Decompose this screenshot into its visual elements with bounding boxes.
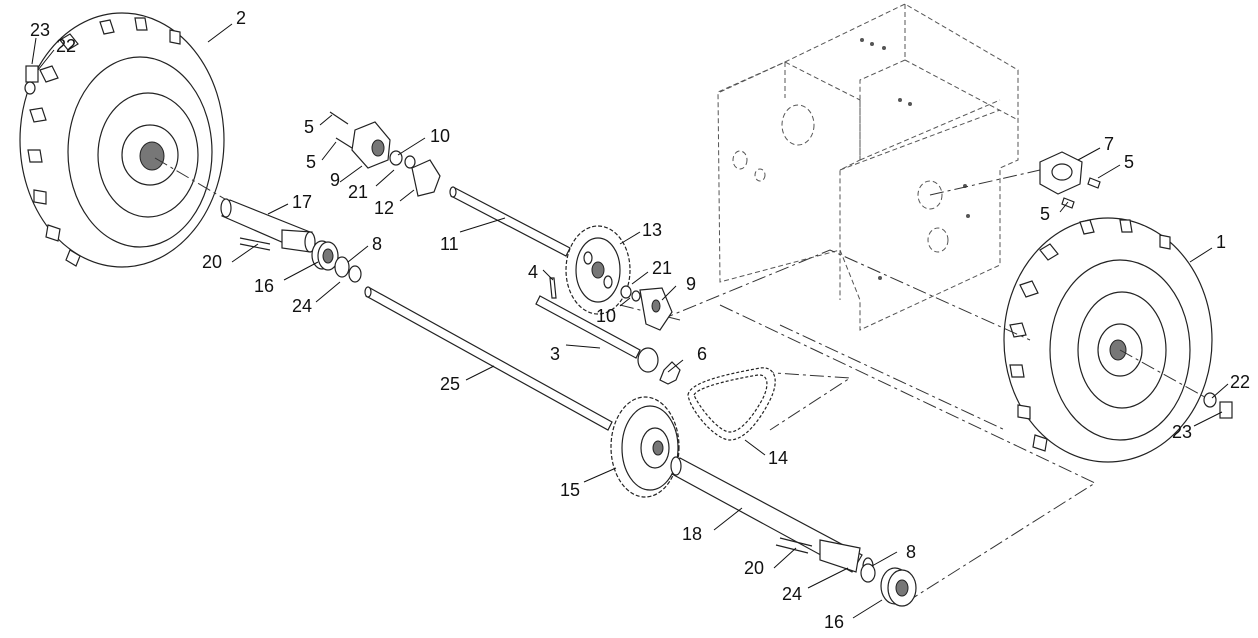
right-axle bbox=[670, 456, 863, 573]
callout-22a: 22 bbox=[56, 36, 76, 56]
upper-shaft bbox=[449, 186, 571, 257]
sprocket bbox=[565, 225, 631, 315]
left-bushing-set bbox=[311, 240, 362, 283]
callout-8b: 8 bbox=[906, 542, 916, 562]
callout-5a: 5 bbox=[304, 117, 314, 137]
callout-10b: 10 bbox=[596, 306, 616, 326]
callout-24a: 24 bbox=[292, 296, 312, 316]
callout-5b: 5 bbox=[306, 152, 316, 172]
callout-8a: 8 bbox=[372, 234, 382, 254]
gearbox-housing bbox=[717, 3, 1019, 331]
right-wheel-retainer bbox=[1203, 392, 1233, 419]
callout-3: 3 bbox=[550, 344, 560, 364]
callout-23b: 23 bbox=[1172, 422, 1192, 442]
left-wheel-retainer bbox=[24, 65, 39, 95]
callout-9b: 9 bbox=[686, 274, 696, 294]
callout-5d: 5 bbox=[1040, 204, 1050, 224]
callout-9a: 9 bbox=[330, 170, 340, 190]
callout-11: 11 bbox=[440, 234, 459, 254]
callout-10a: 10 bbox=[430, 126, 450, 146]
cover-plate bbox=[1039, 151, 1101, 209]
callout-18: 18 bbox=[682, 524, 702, 544]
callout-14: 14 bbox=[768, 448, 788, 468]
callout-labels: 1 2 3 4 5 5 5 5 6 7 8 8 9 9 10 10 11 12 … bbox=[30, 8, 1250, 632]
callout-7: 7 bbox=[1104, 134, 1114, 154]
callout-21a: 21 bbox=[348, 182, 368, 202]
callout-2: 2 bbox=[236, 8, 246, 28]
callout-17: 17 bbox=[292, 192, 312, 212]
callout-16b: 16 bbox=[824, 612, 844, 632]
bearing-flange-right bbox=[620, 285, 673, 331]
callout-25: 25 bbox=[440, 374, 460, 394]
left-axle bbox=[220, 198, 316, 253]
drive-chain bbox=[687, 367, 776, 441]
callout-6: 6 bbox=[697, 344, 707, 364]
callout-12: 12 bbox=[374, 198, 394, 218]
callout-15: 15 bbox=[560, 480, 580, 500]
callout-21b: 21 bbox=[652, 258, 672, 278]
large-gear bbox=[610, 396, 680, 498]
left-wheel bbox=[19, 12, 225, 268]
callout-16a: 16 bbox=[254, 276, 274, 296]
long-shaft bbox=[364, 286, 613, 431]
callout-5c: 5 bbox=[1124, 152, 1134, 172]
callout-4: 4 bbox=[528, 262, 538, 282]
callout-13: 13 bbox=[642, 220, 662, 240]
bearing-flange-left bbox=[329, 111, 441, 197]
callout-23a: 23 bbox=[30, 20, 50, 40]
callout-20a: 20 bbox=[202, 252, 222, 272]
callout-1: 1 bbox=[1216, 232, 1226, 252]
callout-24b: 24 bbox=[782, 584, 802, 604]
drive-shaft bbox=[535, 277, 681, 385]
right-bushing-set bbox=[860, 557, 917, 607]
leader-lines bbox=[31, 23, 1229, 619]
callout-20b: 20 bbox=[744, 558, 764, 578]
callout-22b: 22 bbox=[1230, 372, 1250, 392]
